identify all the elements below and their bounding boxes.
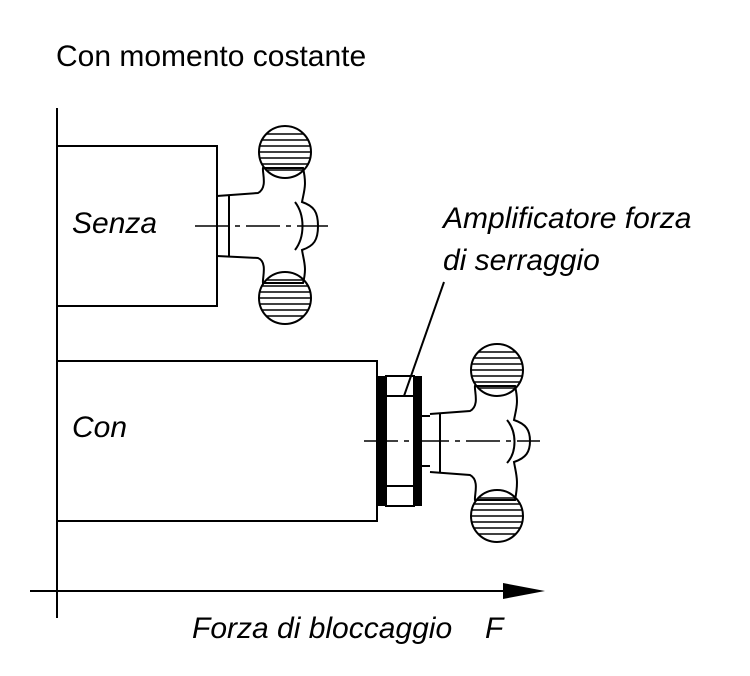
label-with: Con [72,411,127,444]
axis-arrowhead [503,583,545,599]
amplifier-leader-line [403,281,445,397]
amplifier-label-line1: Amplificatore forza [441,202,691,235]
wing-knob-without-amplifier [195,125,328,325]
amplifier-label-line2: di serraggio [443,244,600,277]
label-without: Senza [72,207,157,240]
page-title: Con momento costante [56,40,366,73]
axis-label: Forza di bloccaggio [192,612,452,645]
axis-symbol: F [485,612,505,645]
wing-knob-with-amplifier [364,343,540,543]
